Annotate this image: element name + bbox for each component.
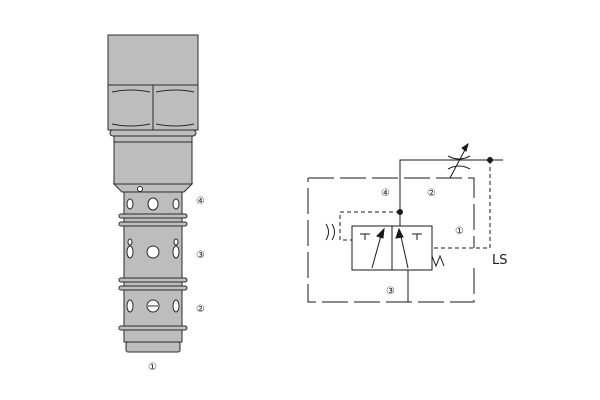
oring-groove-4	[118, 285, 188, 291]
pilot-node	[397, 209, 403, 215]
left-box-block	[360, 233, 370, 240]
supply-line	[399, 159, 503, 226]
schematic-port-4-label: ④	[381, 188, 390, 199]
valve-port-4-label: ④	[196, 196, 205, 207]
hydraulic-schematic	[307, 142, 503, 303]
oring-groove-5	[118, 325, 188, 331]
valve-tip	[125, 341, 181, 353]
spring-icon	[431, 254, 445, 268]
adjustable-orifice-icon	[447, 142, 471, 179]
valve-port-3-label: ③	[196, 250, 205, 261]
schematic-port-1-label: ①	[455, 226, 464, 237]
left-box-arrow-head	[376, 227, 385, 239]
valve-pin-hole	[137, 186, 143, 192]
right-box-arrow-head	[395, 227, 404, 239]
right-box-arrow-line	[399, 231, 409, 269]
schematic-port-2-label: ②	[427, 188, 436, 199]
envelope-boundary	[307, 177, 475, 303]
ls-pilot-line	[432, 160, 491, 249]
oring-groove-2	[118, 221, 188, 227]
cartridge-valve	[107, 34, 199, 353]
valve-neck	[113, 135, 193, 143]
valve-body-upper	[113, 141, 193, 185]
right-box-block	[412, 233, 422, 240]
hex-nut-shading	[111, 89, 195, 127]
oring-groove-1	[118, 213, 188, 219]
schematic-port-3-label: ③	[386, 286, 395, 297]
pilot-orifice-icon	[325, 223, 335, 241]
ls-label: LS	[492, 253, 508, 268]
valve-port-2-label: ②	[196, 304, 205, 315]
port-3-holes	[126, 238, 180, 259]
valve-collar	[109, 129, 197, 137]
valve-port-1-label: ①	[148, 362, 157, 373]
pilot-line-port4	[339, 211, 400, 241]
valve-cap	[107, 34, 199, 86]
left-box-arrow-line	[371, 231, 383, 269]
port-4-holes	[126, 197, 180, 211]
valve-box-left	[351, 225, 393, 271]
valve-taper	[112, 183, 194, 193]
oring-groove-3	[118, 277, 188, 283]
